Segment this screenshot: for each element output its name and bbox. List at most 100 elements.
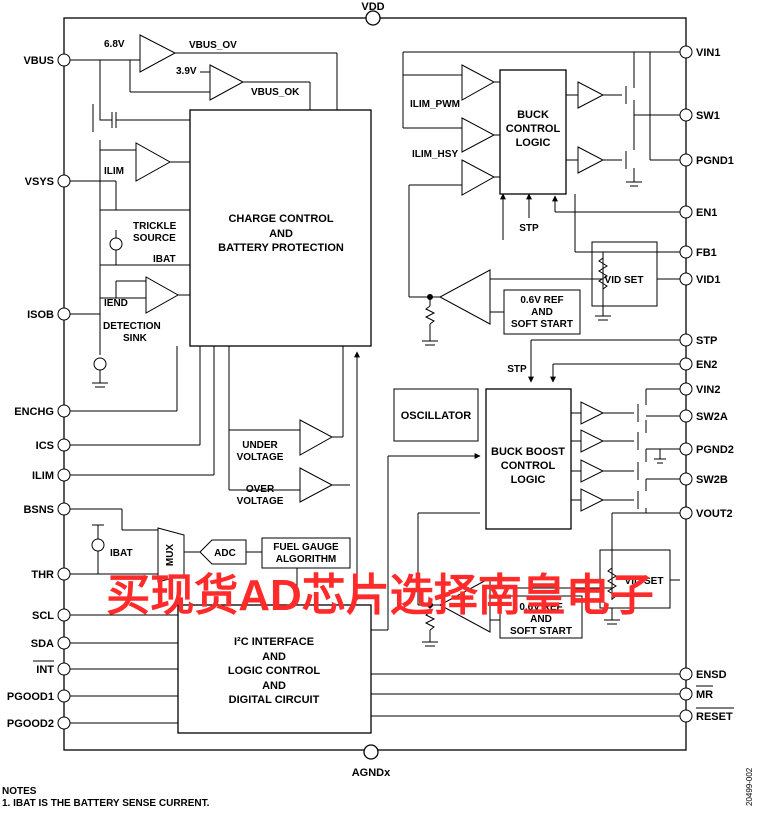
pin-vsys-label: VSYS	[25, 176, 54, 188]
vid-set-2: VID SET	[625, 576, 664, 587]
ref2-line2: AND	[530, 614, 552, 625]
right-pins: VIN1 SW1 PGND1 EN1 FB1 VID1 STP EN2 VIN2…	[679, 45, 734, 723]
pin-sw2a-circle	[679, 409, 693, 423]
pin-int-circle	[57, 662, 71, 676]
pin-sw2b-label: SW2B	[696, 474, 728, 486]
charge-control-block	[189, 109, 372, 347]
pin-fb1-circle	[679, 245, 693, 259]
label-iend: IEND	[104, 298, 128, 309]
label-trickle-1: TRICKLE	[133, 221, 177, 232]
pin-bsns-label: BSNS	[23, 504, 54, 516]
adc-section	[70, 524, 351, 605]
label-under-2: VOLTAGE	[237, 452, 284, 463]
pin-enchg-circle	[57, 404, 71, 418]
ref2-line3: SOFT START	[510, 626, 572, 637]
pin-en2-label: EN2	[696, 359, 717, 371]
pin-reset-label: RESET	[696, 711, 733, 723]
pin-pgnd1-label: PGND1	[696, 155, 734, 167]
ref1-line3: SOFT START	[511, 319, 573, 330]
pin-fb1-label: FB1	[696, 247, 717, 259]
pin-reset-circle	[679, 709, 693, 723]
pin-pgnd1-circle	[679, 153, 693, 167]
fuel-gauge-2: ALGORITHM	[276, 554, 337, 565]
pin-ilim-label: ILIM	[32, 470, 54, 482]
pin-isob-circle	[57, 307, 71, 321]
pin-vin1-circle	[679, 45, 693, 59]
buck-section	[402, 51, 680, 346]
pin-thr-label: THR	[31, 569, 54, 581]
chip-outline	[63, 17, 687, 751]
label-over-1: OVER	[246, 484, 275, 495]
pin-pgnd2-label: PGND2	[696, 444, 734, 456]
pin-sw1-label: SW1	[696, 110, 720, 122]
buck-line2: CONTROL	[506, 123, 561, 135]
pin-vsys-circle	[57, 174, 71, 188]
notes-heading: NOTES	[2, 786, 37, 797]
left-pins: VBUS VSYS ISOB ENCHG ICS ILIM BSNS THR S…	[7, 53, 71, 730]
pin-enchg-label: ENCHG	[14, 406, 54, 418]
i2c-line2: AND	[262, 651, 286, 663]
pin-vout2-circle	[679, 506, 693, 520]
pin-ensd-circle	[679, 667, 693, 681]
label-6v8: 6.8V	[104, 39, 125, 50]
label-stp-2: STP	[507, 364, 527, 375]
pin-ics-label: ICS	[36, 440, 54, 452]
pin-agndx-circle	[363, 744, 379, 760]
i2c-wires	[70, 351, 680, 724]
adc-label: ADC	[214, 548, 236, 559]
buck-boost-section	[393, 339, 680, 647]
bb-line1: BUCK BOOST	[491, 446, 565, 458]
buck-line3: LOGIC	[516, 137, 551, 149]
label-under-1: UNDER	[242, 440, 278, 451]
pin-mr-circle	[679, 687, 693, 701]
pin-pgood1-circle	[57, 689, 71, 703]
bb-line3: LOGIC	[511, 474, 546, 486]
pin-ics-circle	[57, 438, 71, 452]
label-ibat: IBAT	[153, 254, 176, 265]
watermark-text: 买现货AD芯片选择南皇电子	[106, 571, 654, 620]
pin-vid1-label: VID1	[696, 274, 720, 286]
pin-sw2b-circle	[679, 472, 693, 486]
pin-sw2a-label: SW2A	[696, 411, 728, 423]
pin-bsns-circle	[57, 502, 71, 516]
pin-vdd-label: VDD	[361, 1, 384, 13]
label-ilim-pwm: ILIM_PWM	[410, 99, 460, 110]
pin-pgnd2-circle	[679, 442, 693, 456]
fuel-gauge-1: FUEL GAUGE	[273, 542, 339, 553]
pin-vdd-circle	[365, 10, 381, 26]
ref1-line1: 0.6V REF	[520, 295, 563, 306]
pin-scl-circle	[57, 608, 71, 622]
label-vbus-ok: VBUS_OK	[251, 87, 300, 98]
mux-label: MUX	[165, 544, 176, 567]
charger-section	[70, 34, 338, 388]
pin-stp-circle	[679, 333, 693, 347]
pin-pgood2-circle	[57, 716, 71, 730]
pin-sw1-circle	[679, 108, 693, 122]
label-ilim-hsy: ILIM_HSY	[412, 149, 458, 160]
pin-en1-circle	[679, 205, 693, 219]
i2c-line3: LOGIC CONTROL	[228, 665, 321, 677]
pin-pgood2-label: PGOOD2	[7, 718, 54, 730]
label-trickle-2: SOURCE	[133, 233, 176, 244]
pin-thr-circle	[57, 567, 71, 581]
label-detection-1: DETECTION	[103, 321, 161, 332]
label-detection-2: SINK	[123, 333, 148, 344]
pin-vin2-label: VIN2	[696, 384, 720, 396]
pin-sda-label: SDA	[31, 638, 54, 650]
charge-control-line3: BATTERY PROTECTION	[218, 242, 344, 254]
pin-scl-label: SCL	[32, 610, 54, 622]
buck-line1: BUCK	[517, 109, 549, 121]
label-ibat-mux: IBAT	[110, 548, 133, 559]
pin-vbus-circle	[57, 53, 71, 67]
ref2-line1: 0.6V REF	[519, 602, 562, 613]
notes-line1: 1. IBAT IS THE BATTERY SENSE CURRENT.	[2, 798, 210, 809]
pin-isob-label: ISOB	[27, 309, 54, 321]
ref1-line2: AND	[531, 307, 553, 318]
pin-pgood1-label: PGOOD1	[7, 691, 54, 703]
charge-control-line1: CHARGE CONTROL	[228, 213, 333, 225]
charge-control-line2: AND	[269, 228, 293, 240]
bb-line2: CONTROL	[501, 460, 556, 472]
pin-en2-circle	[679, 357, 693, 371]
pin-vbus-label: VBUS	[23, 55, 54, 67]
